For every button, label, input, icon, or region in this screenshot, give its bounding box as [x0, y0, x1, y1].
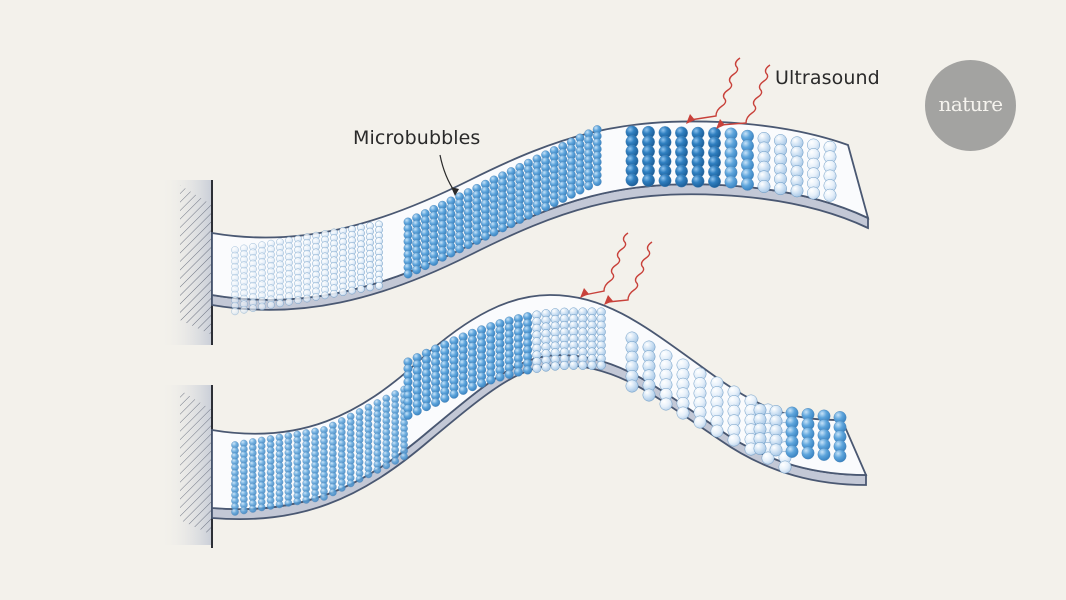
- ultrasound-wave-icon-lower: [583, 232, 653, 303]
- ultrasound-arrowheads-upper: [686, 114, 725, 129]
- microbubbles-label: Microbubbles: [353, 127, 481, 149]
- microbubbles-pointer-arrow: [439, 154, 459, 196]
- microbubble-layer: [231, 125, 847, 516]
- ultrasound-arrowheads-lower: [580, 288, 613, 305]
- wall-lower: [160, 385, 213, 548]
- ultrasound-label: Ultrasound: [775, 67, 880, 89]
- wall-upper: [160, 180, 213, 345]
- ultrasound-wave-icon: [689, 57, 771, 126]
- nature-logo-text: nature: [938, 92, 1003, 116]
- nature-logo: nature: [925, 60, 1016, 151]
